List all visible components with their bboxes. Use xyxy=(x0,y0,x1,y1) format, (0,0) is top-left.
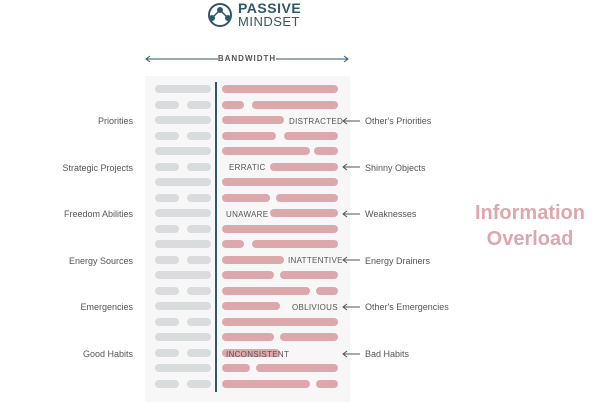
gray-bar xyxy=(155,147,211,155)
pink-bar xyxy=(222,302,280,310)
bandwidth-label: BANDWIDTH xyxy=(217,54,277,63)
gray-bar xyxy=(187,348,211,357)
pink-bar xyxy=(222,364,250,372)
pink-bar xyxy=(280,333,338,341)
left-label: Strategic Projects xyxy=(62,163,133,173)
arrow-left-icon xyxy=(342,350,360,358)
center-divider xyxy=(215,82,217,392)
right-label: Shinny Objects xyxy=(365,163,426,173)
arrow-left-icon xyxy=(342,256,360,264)
left-label: Freedom Abilities xyxy=(63,209,133,219)
gray-bar xyxy=(187,224,211,233)
state-label: ERRATIC xyxy=(229,163,266,172)
gray-bar xyxy=(187,193,211,202)
overload-line2: Overload xyxy=(486,228,574,250)
pink-bar xyxy=(252,100,338,109)
gray-bar xyxy=(155,379,179,388)
pink-bar xyxy=(270,162,338,171)
pink-bar xyxy=(222,193,270,202)
pink-bar xyxy=(276,193,338,202)
pink-bar xyxy=(316,286,338,295)
gray-bar xyxy=(155,178,211,186)
pink-bar xyxy=(222,255,284,264)
arrow-left-icon xyxy=(342,163,360,171)
right-label: Other's Priorities xyxy=(365,116,432,126)
state-label: INCONSISTENT xyxy=(226,350,290,359)
gray-bar xyxy=(155,162,179,171)
pink-bar xyxy=(222,286,310,295)
logo-line1: PASSIVE xyxy=(238,0,302,16)
pink-bar xyxy=(222,224,338,233)
gray-bar xyxy=(155,209,211,217)
network-nodes-icon xyxy=(208,3,232,27)
right-label: Bad Habits xyxy=(365,349,410,359)
right-label: Energy Drainers xyxy=(365,256,431,266)
gray-bar xyxy=(155,317,179,326)
state-label: OBLIVIOUS xyxy=(292,303,338,312)
gray-bar xyxy=(155,100,179,109)
pink-bar xyxy=(284,131,338,140)
gray-bar xyxy=(187,317,211,326)
left-label: Energy Sources xyxy=(68,256,133,266)
pink-bar xyxy=(316,379,338,388)
gray-bar xyxy=(155,85,211,93)
gray-bar xyxy=(155,193,179,202)
pink-bar xyxy=(256,364,338,372)
right-label: Weaknesses xyxy=(365,209,417,219)
gray-bar xyxy=(155,255,179,264)
gray-bar xyxy=(187,379,211,388)
pink-bar xyxy=(222,85,338,93)
pink-bar xyxy=(222,271,274,279)
gray-bar xyxy=(155,240,211,248)
bandwidth-indicator: BANDWIDTH xyxy=(144,52,350,68)
gray-bar xyxy=(155,348,179,357)
pink-bar xyxy=(222,116,284,124)
gray-bar xyxy=(187,131,211,140)
information-overload-heading: Information Overload xyxy=(460,200,600,252)
logo-line2: MINDSET xyxy=(238,14,300,29)
gray-bar xyxy=(155,286,179,295)
gray-bar xyxy=(155,333,211,341)
arrow-left-icon xyxy=(342,303,360,311)
gray-bar xyxy=(155,116,211,124)
pink-bar xyxy=(314,147,338,155)
gray-bar xyxy=(155,364,211,372)
gray-bar xyxy=(155,131,179,140)
left-label: Priorities xyxy=(97,116,133,126)
bandwidth-panel xyxy=(145,76,350,402)
pink-bar xyxy=(222,131,276,140)
pink-bar xyxy=(252,240,338,248)
passive-mindset-logo: PASSIVE MINDSET xyxy=(204,0,304,32)
pink-bar xyxy=(222,100,244,109)
pink-bar xyxy=(222,317,338,326)
left-label: Good Habits xyxy=(82,349,133,359)
arrow-left-icon xyxy=(342,117,360,125)
pink-bar xyxy=(222,178,338,186)
overload-line1: Information xyxy=(475,202,585,224)
gray-bar xyxy=(187,100,211,109)
gray-bar xyxy=(187,286,211,295)
pink-bar xyxy=(222,147,310,155)
state-label: DISTRACTED xyxy=(289,117,344,126)
pink-bar xyxy=(222,379,310,388)
gray-bar xyxy=(155,224,179,233)
state-label: INATTENTIVE xyxy=(288,256,343,265)
gray-bar xyxy=(187,162,211,171)
gray-bar xyxy=(155,302,211,310)
gray-bar xyxy=(187,255,211,264)
pink-bar xyxy=(222,240,244,248)
pink-bar xyxy=(280,271,338,279)
pink-bar xyxy=(270,209,338,217)
state-label: UNAWARE xyxy=(226,210,269,219)
right-label: Other's Emergencies xyxy=(365,302,449,312)
pink-bar xyxy=(222,333,274,341)
pink-bar xyxy=(222,348,280,357)
double-arrow-icon xyxy=(145,55,349,63)
left-label: Emergencies xyxy=(80,302,133,312)
gray-bar xyxy=(155,271,211,279)
arrow-left-icon xyxy=(342,210,360,218)
